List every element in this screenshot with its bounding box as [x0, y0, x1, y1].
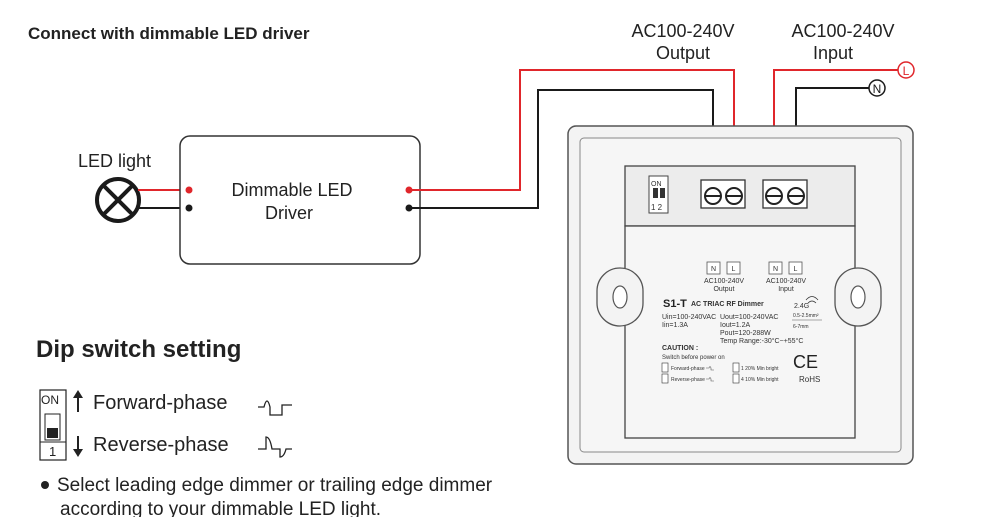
reverse-phase-wave-icon: [258, 436, 292, 458]
terminal-n-label: N: [873, 82, 882, 96]
input-label-line2: Input: [813, 43, 853, 63]
device-opt1: 1 20% Min bright: [741, 366, 779, 372]
label-out-text1: AC100-240V: [704, 278, 744, 285]
device-opt2-switch-icon: [732, 373, 740, 384]
output-label-line1: AC100-240V: [631, 21, 734, 41]
wire-output-neutral: [409, 89, 714, 209]
device-rev-small: Reverse-phase: [671, 377, 705, 383]
terminal-n-marker: [868, 79, 886, 97]
label-out-l: L: [732, 266, 736, 273]
label-in-l: L: [794, 266, 798, 273]
signal-icon: [805, 296, 819, 304]
led-light-label: LED light: [78, 151, 151, 171]
input-label-line1: AC100-240V: [791, 21, 894, 41]
diagram-title: Connect with dimmable LED driver: [28, 24, 310, 43]
device-iout: Iout=1.2A: [720, 322, 750, 329]
output-terminals: [700, 179, 746, 209]
driver-terminal-in-live: [185, 186, 193, 194]
device-caution-note: Switch before power on: [662, 355, 725, 361]
wire-output-live: [409, 69, 735, 191]
arrow-up-icon: [73, 390, 83, 412]
forward-phase-wave-icon: [258, 400, 292, 416]
dip-position-label: 1: [49, 444, 56, 459]
label-in-n-box: [768, 261, 783, 275]
device-temp: Temp Range:-30°C~+55°C: [720, 337, 803, 345]
device-fwd-small: Forward-phase: [671, 366, 705, 372]
label-out-text2: Output: [713, 286, 734, 293]
dimmer-device: ON 1 2 N L N L AC100-240V Output AC100-2…: [567, 125, 914, 465]
arrow-down-icon: [73, 436, 83, 457]
device-ce-mark: CE: [793, 352, 818, 372]
device-opt1-switch-icon: [732, 362, 740, 373]
device-pout: Pout=120-288W: [720, 330, 771, 337]
dip-reverse-phase: Reverse-phase: [93, 434, 229, 456]
dip-on-label: ON: [41, 393, 59, 407]
device-model: S1-T: [663, 298, 687, 310]
label-in-text1: AC100-240V: [766, 278, 806, 285]
label-in-text2: Input: [778, 286, 794, 293]
device-fwd-wave-icon: [706, 366, 714, 371]
label-in-l-box: [788, 261, 803, 275]
device-uin: Uin=100-240VAC: [662, 314, 716, 321]
device-rf: 2.4G: [794, 303, 809, 310]
label-out-l-box: [726, 261, 741, 275]
output-label-line2: Output: [656, 43, 710, 63]
device-uout: Uout=100-240VAC: [720, 314, 778, 321]
input-terminals: [762, 179, 808, 209]
dimmer-label-panel: [624, 225, 856, 439]
device-rohs: RoHS: [799, 375, 820, 384]
device-rev-wave-icon: [706, 377, 714, 382]
label-out-n-box: [706, 261, 721, 275]
terminal-l-marker: [897, 61, 915, 79]
device-fwd-switch-icon: [661, 362, 669, 373]
mount-hole-right: [834, 267, 882, 327]
device-model-desc: AC TRIAC RF Dimmer: [691, 301, 764, 308]
dip-switch-icon: [39, 389, 67, 461]
device-caution: CAUTION :: [662, 345, 698, 352]
led-lamp-icon: [95, 177, 141, 223]
device-iin: Iin=1.3A: [662, 322, 688, 329]
dip-forward-phase: Forward-phase: [93, 392, 228, 414]
label-out-n: N: [711, 266, 716, 273]
dip-heading: Dip switch setting: [36, 336, 241, 363]
device-rev-switch-icon: [661, 373, 669, 384]
note-bullet: [41, 481, 49, 489]
mount-hole-left: [596, 267, 644, 327]
device-dip-on: ON: [651, 181, 662, 188]
note-line2: according to your dimmable LED light.: [60, 499, 381, 517]
label-in-n: N: [773, 266, 778, 273]
device-wire-size1: 0.5-2.5mm²: [793, 313, 819, 319]
device-dip-switch: [648, 175, 669, 214]
device-dip-nums: 1 2: [651, 203, 663, 212]
terminal-l-label: L: [903, 64, 910, 78]
driver-label-line1: Dimmable LED: [231, 180, 352, 200]
driver-box: [179, 135, 421, 265]
device-opt2: 4 10% Min bright: [741, 377, 779, 383]
driver-terminal-in-neutral: [185, 204, 193, 212]
device-wire-size2: 6-7mm: [793, 324, 809, 330]
note-line1: Select leading edge dimmer or trailing e…: [57, 475, 493, 496]
driver-label-line2: Driver: [265, 203, 313, 223]
